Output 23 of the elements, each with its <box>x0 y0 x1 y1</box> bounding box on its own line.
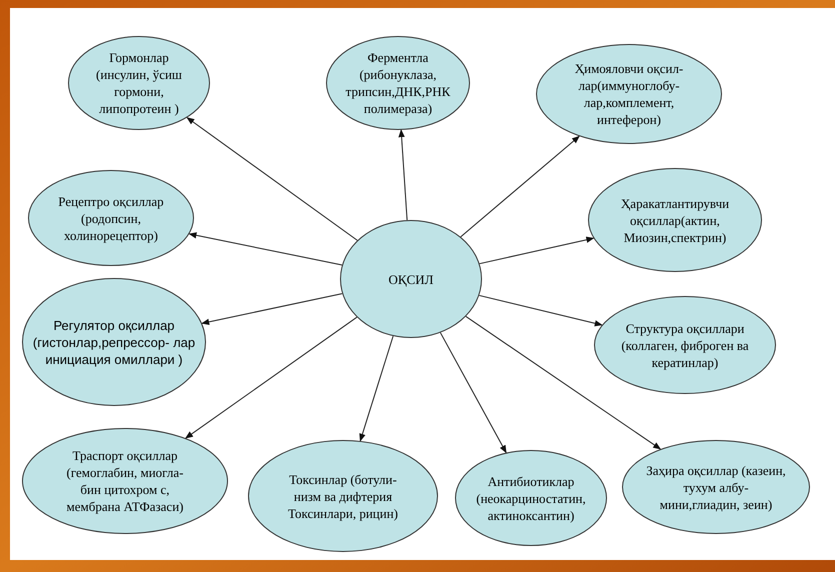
arrow <box>478 294 603 326</box>
arrow <box>188 232 343 266</box>
node-label: Токсинлар (ботули- низм ва дифтерия Токсинлари, рицин) <box>286 470 399 522</box>
node-label: Заҳира оқсиллар (казеин, тухум албу- мини,глиадин, зеин) <box>645 462 787 512</box>
node-label: Гормонлар (инсулин, ўсиш гормони, липопротеин ) <box>95 49 183 117</box>
node-label: Ферментла (рибонуклаза, трипсин,ДНК,РНК полимераза) <box>344 49 452 117</box>
arrow <box>460 136 580 238</box>
arrow <box>359 336 394 442</box>
arrow <box>398 129 408 221</box>
node-label: Ҳимояловчи оқсил- лар(иммуноглобу- лар,комплемент, интеферон) <box>574 60 684 128</box>
node-label: Антибиотиклар (неокарциностатин, актиноксантин) <box>475 472 587 524</box>
arrow <box>201 293 343 325</box>
node-label: Траспорт оқсиллар (гемоглабин, миогла- бин цитохром с, мембрана АТФазаси) <box>66 447 184 515</box>
arrow <box>440 332 507 454</box>
arrow <box>185 316 358 439</box>
node-label: Рецептро оқсиллар (родопсин, холинорецептор) <box>57 192 165 244</box>
arrow <box>465 316 662 450</box>
node-label: Ҳаракатлантирувчи оқсиллар(актин, Миозин,спектрин) <box>620 194 730 246</box>
node-label: Регулятор оқсиллар (гистонлар,репрессор- лар инициация омиллари ) <box>32 316 196 368</box>
arrow <box>479 236 594 264</box>
node-label: Структура оқсиллари (коллаген, фиброген ва кератинлар) <box>620 320 750 370</box>
node-label: ОҚСИЛ <box>388 270 434 288</box>
arrow <box>186 117 358 241</box>
